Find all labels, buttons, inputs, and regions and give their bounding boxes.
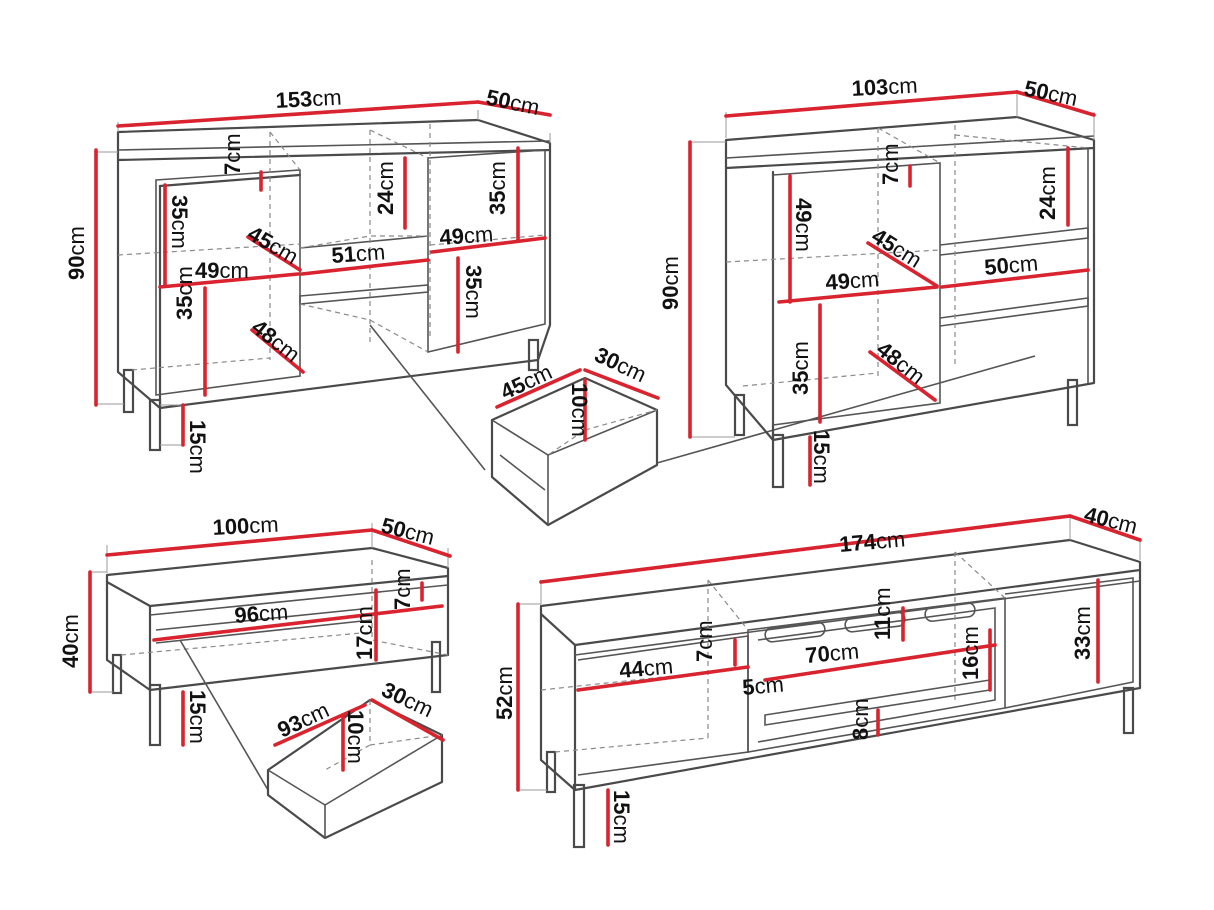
- tv-stand-174-drawing: [516, 514, 1142, 849]
- s153-left49-line: [158, 272, 300, 289]
- dim-label-d93-w: 93cm: [274, 697, 333, 742]
- s153-left48-line: [250, 328, 305, 374]
- dim-label-s153-c51: 51cm: [331, 239, 386, 268]
- dim-label-d45-h: 10cm: [567, 383, 592, 437]
- s153-width-line: [116, 100, 480, 128]
- dim-label-d45-w: 45cm: [497, 359, 556, 404]
- dim-label-s153-width: 153cm: [275, 85, 342, 113]
- dim-label-s153-depth: 50cm: [484, 84, 542, 120]
- dim-label-s103-height: 90cm: [658, 256, 683, 310]
- ct-w96-line: [152, 604, 444, 642]
- dim-label-s103-depth: 50cm: [1022, 75, 1080, 111]
- dim-label-ct-t7: 7cm: [390, 568, 415, 610]
- dim-label-s103-l48: 48cm: [872, 336, 930, 389]
- tv-depth-line: [1068, 514, 1142, 542]
- dim-label-s153-height: 90cm: [64, 226, 89, 280]
- d93-width-line: [273, 703, 367, 747]
- dim-label-ct-leg: 15cm: [185, 690, 210, 744]
- tv-center70-line: [763, 643, 997, 682]
- s103-depth-line: [1015, 90, 1096, 117]
- tv-width-line: [539, 514, 1072, 584]
- dim-label-tv-c70: 70cm: [804, 638, 860, 668]
- s153-depth-line: [476, 100, 552, 117]
- coffee-table-100-drawing: [88, 523, 452, 791]
- s153-left45-line: [246, 235, 302, 272]
- s103-width-line: [724, 90, 1019, 118]
- dim-label-s103-r50: 50cm: [983, 250, 1039, 280]
- dim-label-tv-l44: 44cm: [618, 653, 674, 683]
- s153-center51-line: [300, 258, 430, 276]
- dim-label-s103-r24: 24cm: [1035, 166, 1060, 220]
- dim-label-s153-l45: 45cm: [244, 221, 303, 270]
- dim-label-tv-c5: 5cm: [741, 671, 785, 700]
- s103-left45-line: [866, 241, 939, 288]
- dim-label-s103-t7: 7cm: [878, 143, 903, 185]
- dim-label-s153-r35a: 35cm: [485, 161, 510, 215]
- dim-label-d93-d: 30cm: [378, 677, 437, 722]
- dim-label-s153-l35a: 35cm: [167, 195, 192, 249]
- dim-label-ct-width: 100cm: [212, 512, 279, 540]
- d45-depth-line: [583, 368, 660, 400]
- dim-label-tv-width: 174cm: [838, 526, 906, 557]
- dim-label-tv-l7: 7cm: [692, 620, 717, 662]
- dim-label-s103-l45: 45cm: [867, 223, 926, 273]
- dim-label-s103-l35: 35cm: [788, 341, 813, 395]
- dim-label-ct-height: 40cm: [58, 614, 83, 668]
- dim-label-d93-h: 10cm: [343, 710, 368, 764]
- dim-label-s153-r49: 49cm: [439, 221, 494, 250]
- tv-left44-line: [576, 665, 750, 692]
- dim-label-tv-r33: 33cm: [1070, 606, 1095, 660]
- dim-label-s103-l49v: 49cm: [791, 198, 816, 252]
- dim-label-tv-c11: 11cm: [870, 587, 895, 640]
- s153-right49-line: [430, 236, 547, 254]
- dim-label-ct-depth: 50cm: [379, 513, 437, 550]
- dim-label-tv-c8: 8cm: [848, 698, 873, 740]
- dim-label-s103-leg: 15cm: [809, 430, 834, 484]
- dim-label-ct-h17: 17cm: [352, 606, 377, 660]
- dim-label-tv-depth: 40cm: [1082, 502, 1140, 539]
- ct-width-line: [105, 528, 374, 557]
- dim-label-tv-leg: 15cm: [609, 790, 634, 844]
- d93-depth-line: [370, 698, 445, 742]
- sideboard-153-drawing: [94, 100, 552, 471]
- ct-depth-line: [370, 528, 452, 558]
- sideboard-103-drawing: [688, 90, 1096, 489]
- drawer-93-drawing: [266, 698, 445, 840]
- dim-label-s103-l49h: 49cm: [825, 266, 880, 295]
- s103-left48-line: [868, 350, 937, 402]
- dim-label-s103-width: 103cm: [851, 73, 918, 101]
- dim-label-tv-height: 52cm: [492, 666, 517, 720]
- dim-label-s153-leg: 15cm: [185, 420, 210, 474]
- dim-label-s153-c24: 24cm: [373, 161, 398, 215]
- dim-label-s153-l7: 7cm: [220, 133, 245, 175]
- dim-label-ct-w96: 96cm: [234, 599, 289, 628]
- drawer-45-drawing: [490, 355, 1036, 527]
- dim-label-s153-l48: 48cm: [247, 314, 305, 367]
- dim-label-d45-d: 30cm: [591, 342, 650, 387]
- s103-right50-line: [940, 268, 1090, 289]
- dim-label-s153-l49: 49cm: [195, 258, 249, 283]
- dim-label-s153-r35b: 35cm: [461, 265, 486, 319]
- dim-label-s153-l35b: 35cm: [172, 266, 197, 320]
- d45-width-line: [495, 368, 582, 409]
- s103-left49h-line: [777, 285, 939, 304]
- dim-label-tv-c16: 16cm: [958, 626, 983, 680]
